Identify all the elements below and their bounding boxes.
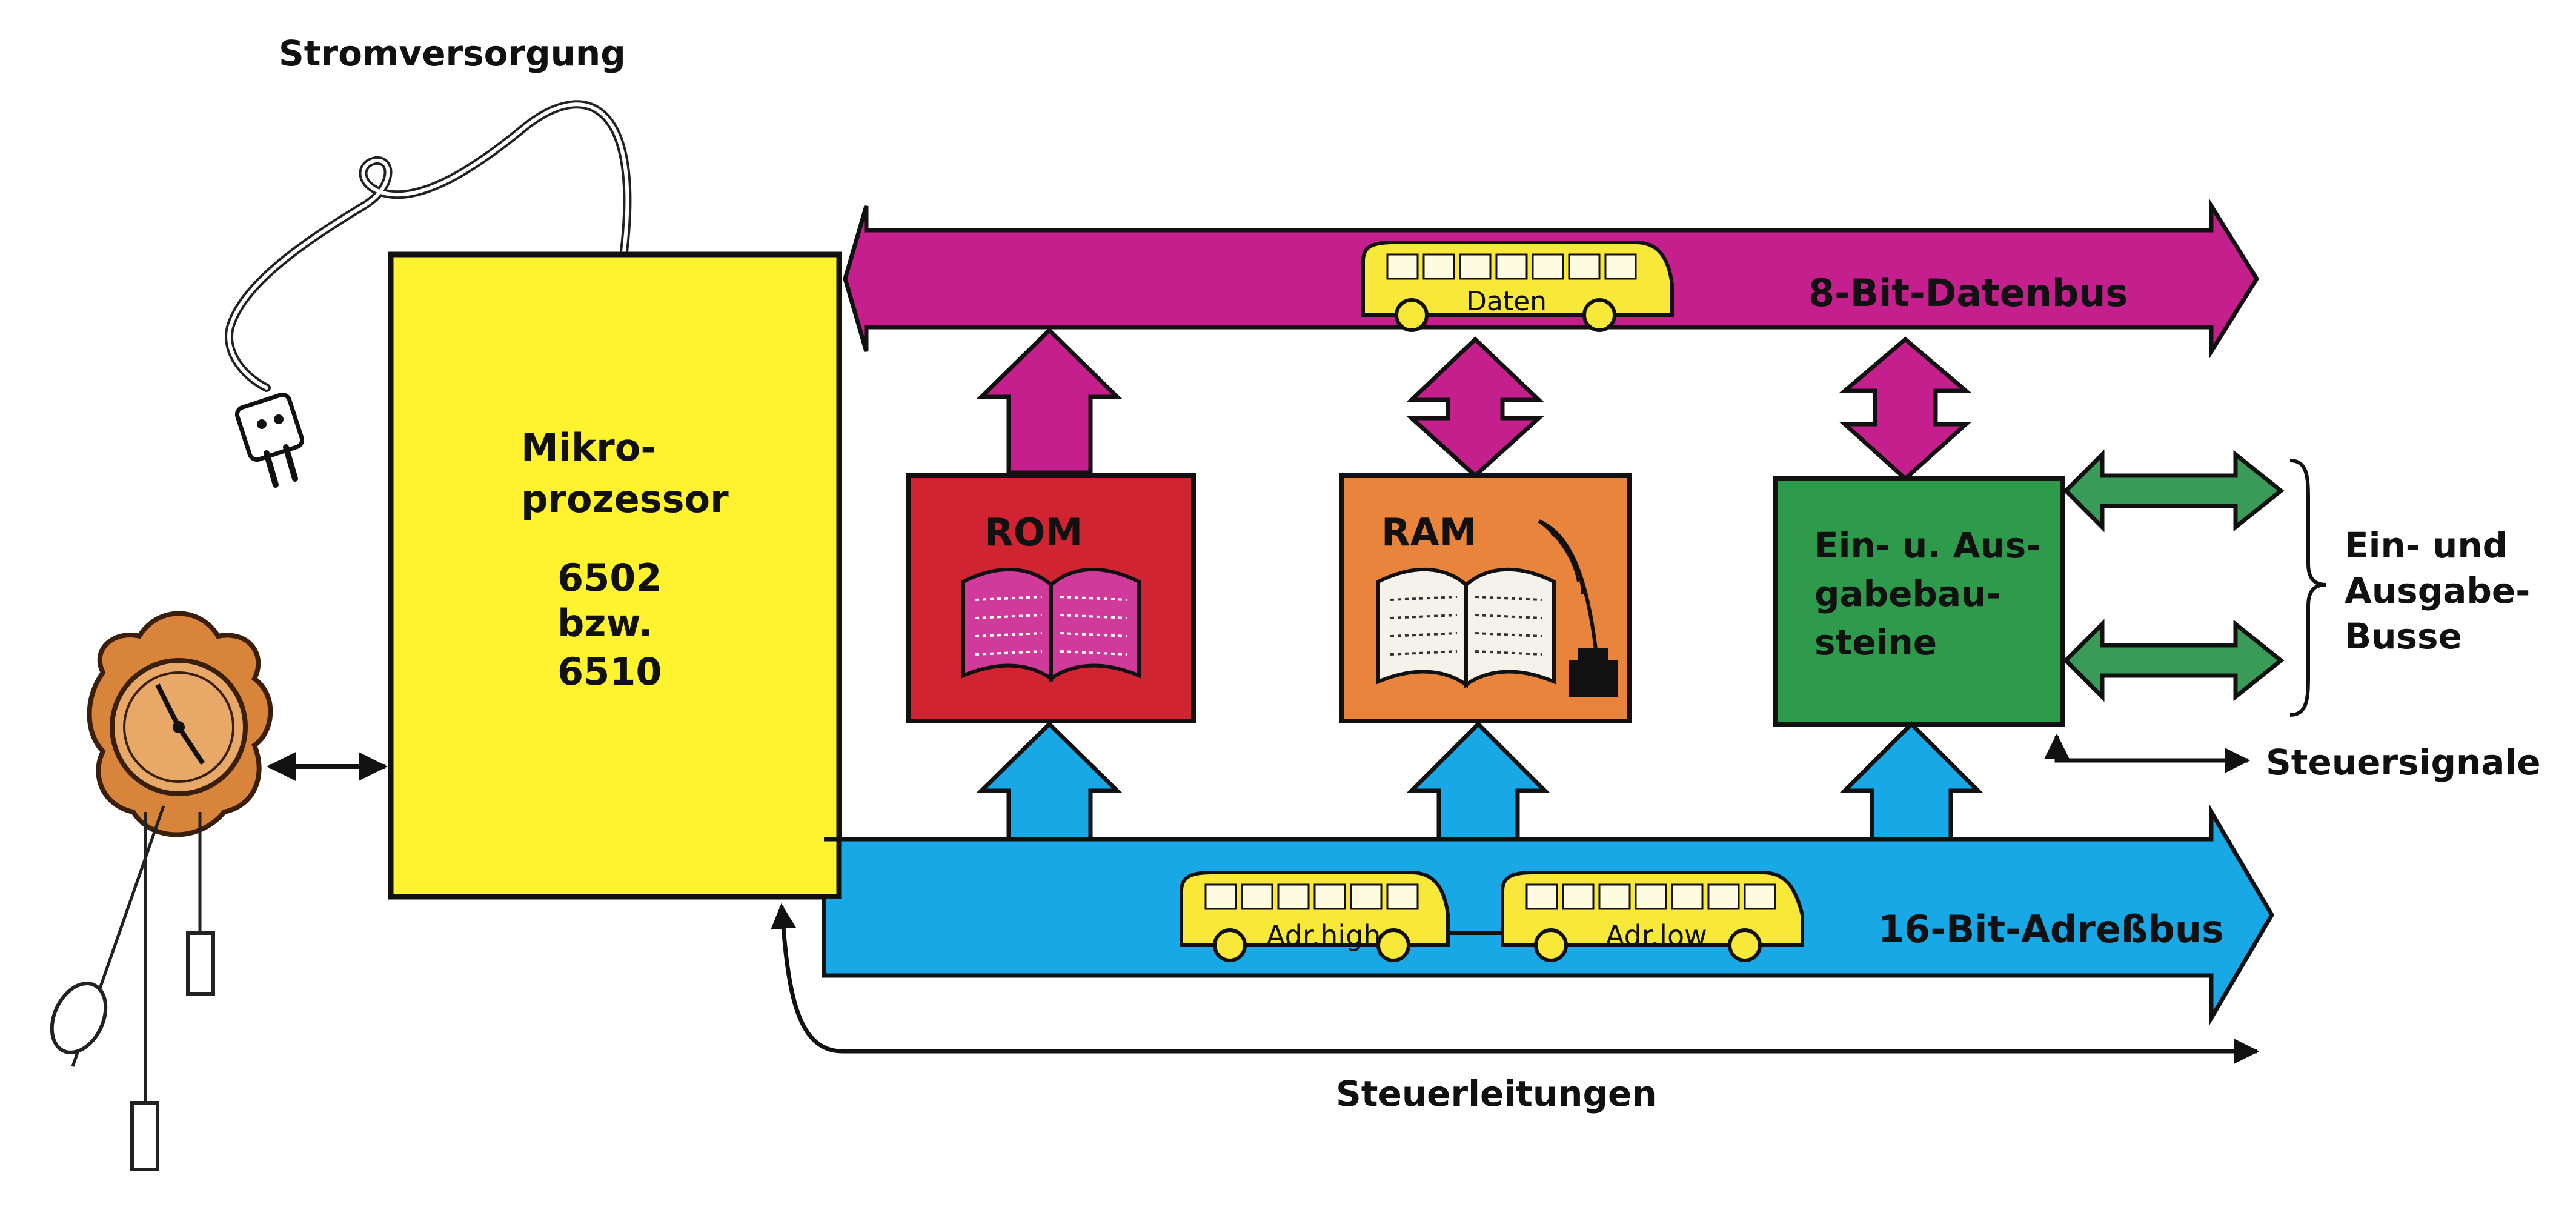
ink-and-quill-icon [1538, 519, 1618, 697]
cpu-label-line3: 6502 [557, 556, 662, 600]
address-bus-low-label: Adr.low [1605, 919, 1707, 952]
io-databus-arrow [1839, 336, 1972, 482]
control-lines-arrow [771, 903, 2260, 1064]
control-signals-label: Steuersignale [2266, 742, 2541, 783]
address-bus-label: 16-Bit-Adreßbus [1878, 907, 2224, 951]
clock-icon [50, 611, 273, 1171]
ram-databus-arrow [1406, 336, 1545, 479]
io-label-line1: Ein- u. Aus- [1814, 525, 2040, 566]
ram-label: RAM [1381, 510, 1476, 554]
io-bus-arrow-upper [2063, 449, 2285, 533]
io-buses-label-line1: Ein- und [2345, 525, 2508, 566]
address-bus-high-vehicle-icon: Adr.high [1180, 871, 1450, 962]
control-lines-label: Steuerleitungen [1336, 1073, 1657, 1114]
addressbus-to-rom-arrow [976, 721, 1123, 842]
io-buses-brace [2289, 459, 2327, 717]
io-buses-label-line2: Ausgabe- [2345, 570, 2530, 611]
io-label-line2: gabebau- [1814, 573, 2001, 614]
rom-to-databus-arrow [976, 327, 1123, 475]
cpu-label-line1: Mikro- [521, 425, 656, 470]
address-bus-high-label: Adr.high [1266, 919, 1381, 952]
control-signals-arrow [2044, 733, 2251, 773]
cpu-label-line5: 6510 [557, 650, 662, 694]
addressbus-to-ram-arrow [1406, 721, 1550, 842]
address-bus-low-vehicle-icon: Adr.low [1501, 871, 1804, 962]
rom-book-icon [961, 567, 1141, 682]
power-plug-icon [234, 392, 305, 488]
cpu-box [388, 251, 842, 900]
cpu-label-line2: prozessor [521, 477, 729, 521]
ram-book-icon [1376, 567, 1556, 688]
data-bus-vehicle-icon: Daten [1361, 241, 1674, 332]
data-bus-label: 8-Bit-Datenbus [1808, 271, 2128, 315]
data-bus-vehicle-label: Daten [1466, 286, 1547, 317]
power-cable [225, 100, 632, 392]
io-buses-label-line3: Busse [2345, 616, 2462, 657]
addressbus-to-io-arrow [1839, 721, 1983, 842]
io-bus-arrow-lower [2063, 619, 2285, 702]
io-box [1773, 476, 2065, 727]
power-supply-label: Stromversorgung [279, 33, 626, 74]
rom-label: ROM [984, 510, 1083, 554]
io-label-line3: steine [1814, 622, 1937, 663]
cpu-label-line4: bzw. [557, 601, 652, 645]
